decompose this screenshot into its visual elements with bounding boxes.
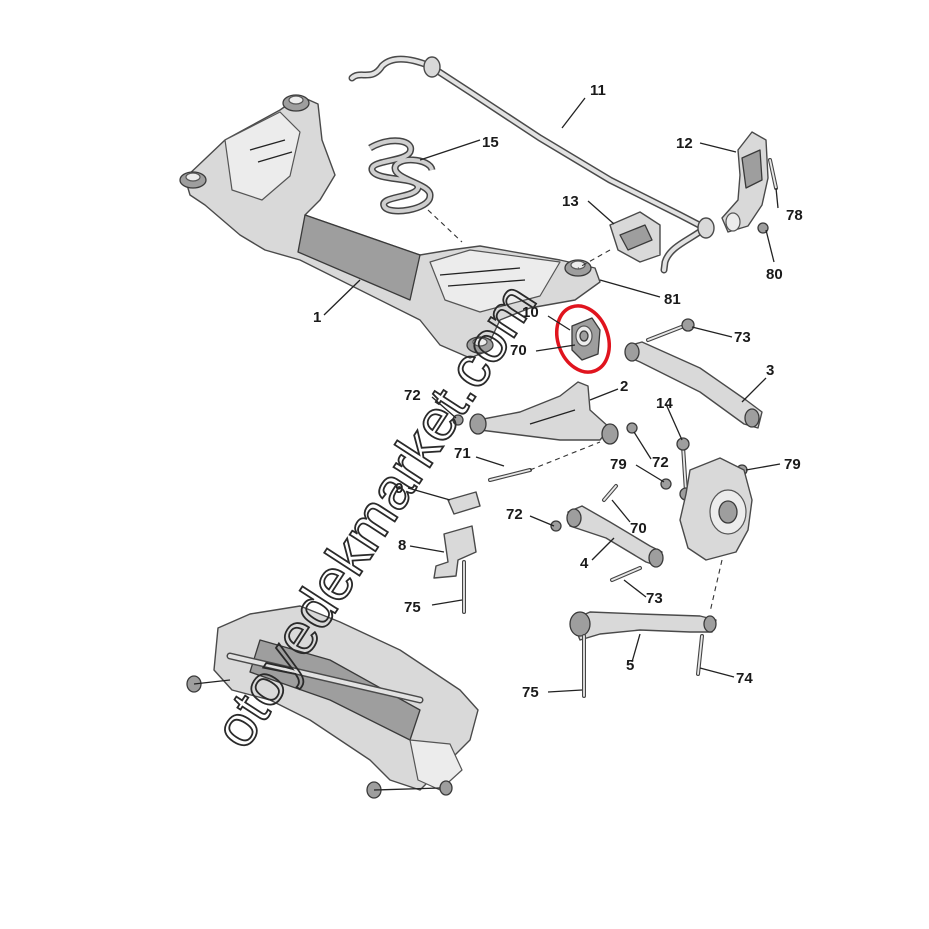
rear-subframe <box>179 94 601 359</box>
callout-3: 3 <box>766 362 774 379</box>
bolt-73-lower <box>610 566 642 582</box>
hub-carrier <box>679 457 753 613</box>
nut-72-upper-right <box>626 422 638 434</box>
callout-9: 9 <box>395 480 403 497</box>
callout-12: 12 <box>676 135 693 152</box>
callout-70-lower: 70 <box>630 520 647 537</box>
upper-control-arm <box>469 381 619 445</box>
callout-labels: 11 15 12 78 13 80 81 1 10 73 70 3 2 72 1… <box>313 82 803 701</box>
bolt-78 <box>768 158 778 190</box>
callout-71: 71 <box>454 445 471 462</box>
callout-80: 80 <box>766 266 783 283</box>
callout-2: 2 <box>620 378 628 395</box>
callout-79-left: 79 <box>610 456 627 473</box>
callout-5: 5 <box>626 657 634 674</box>
callout-10: 10 <box>522 304 539 321</box>
callout-72-left: 72 <box>404 387 421 404</box>
callout-73-upper: 73 <box>734 329 751 346</box>
bushing-10 <box>571 317 601 361</box>
callout-70-upper: 70 <box>510 342 527 359</box>
nut-72-lower <box>550 520 562 532</box>
callout-75-upper: 75 <box>404 599 421 616</box>
bolt-71 <box>488 468 532 482</box>
lower-control-arm <box>569 611 717 641</box>
anti-roll-bar-bracket <box>721 131 769 233</box>
callout-73-lower: 73 <box>646 590 663 607</box>
anti-roll-bar <box>348 55 715 274</box>
callout-75-lower: 75 <box>522 684 539 701</box>
callout-14: 14 <box>656 395 673 412</box>
toe-link <box>566 505 664 568</box>
callout-15: 15 <box>482 134 499 151</box>
bracket-8 <box>433 525 477 579</box>
leader-lines <box>323 97 781 693</box>
trailing-link <box>624 341 763 429</box>
callout-1: 1 <box>313 309 321 326</box>
callout-72-lower: 72 <box>506 506 523 523</box>
callout-72-right: 72 <box>652 454 669 471</box>
callout-79-right: 79 <box>784 456 801 473</box>
anti-roll-bar-clamp <box>609 211 661 263</box>
bolt-74 <box>696 634 704 676</box>
bracket-9 <box>447 491 481 515</box>
coil-spring <box>368 137 463 243</box>
bolt-73-upper <box>646 318 695 342</box>
callout-8: 8 <box>398 537 406 554</box>
callout-13: 13 <box>562 193 579 210</box>
bolt-70-lower <box>602 484 618 502</box>
callout-11: 11 <box>590 82 606 99</box>
callout-74: 74 <box>736 670 753 687</box>
callout-81: 81 <box>664 291 681 308</box>
callout-4: 4 <box>580 555 589 572</box>
assembled-subframe-overview <box>186 605 479 799</box>
callout-78: 78 <box>786 207 803 224</box>
